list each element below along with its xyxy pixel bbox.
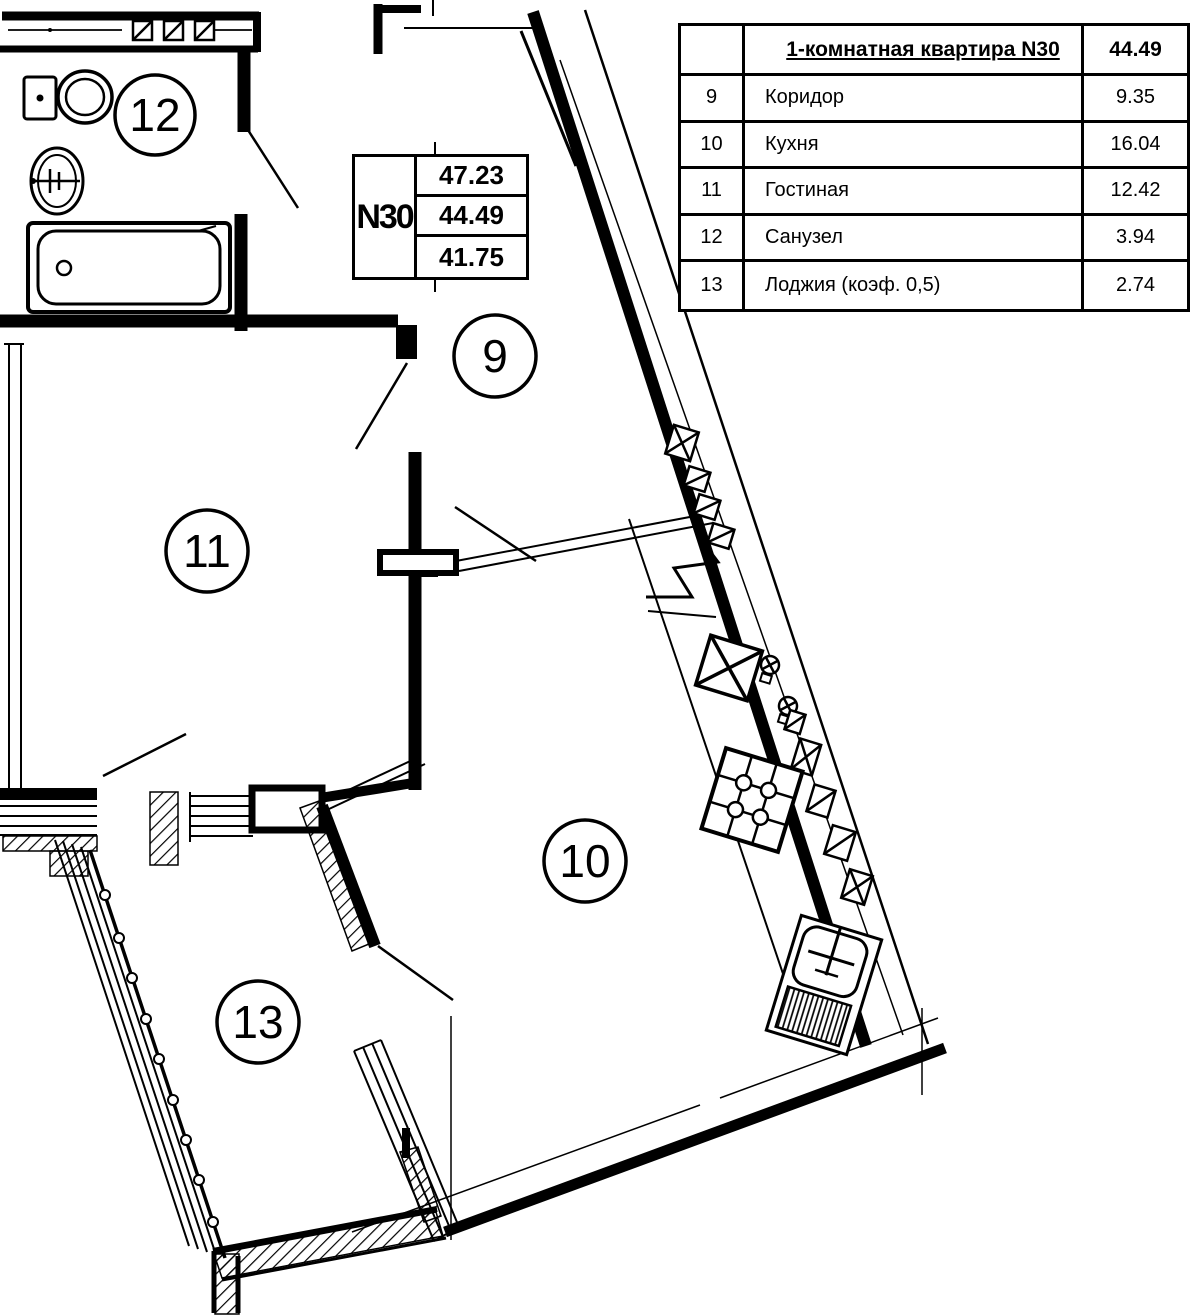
bathtub-icon: [26, 221, 232, 314]
table-row-name: Гостиная: [745, 169, 1084, 216]
table-row-area: 12.42: [1084, 169, 1187, 216]
glazing-line-5: [54, 839, 190, 1247]
ventilation-shaft-icon: [693, 633, 765, 703]
opening-lintel-upper-1: [455, 512, 712, 562]
window-room11-left: [4, 343, 24, 794]
vent-channel-centerline: [559, 59, 904, 1036]
wall-kitchen-bottom: [443, 1042, 947, 1238]
room-circle-9: 9: [452, 313, 538, 399]
wall-corridor-stub: [377, 549, 459, 576]
kitchen-sink-icon: [764, 913, 884, 1057]
table-header-title: 1-комнатная квартира N30: [745, 26, 1084, 76]
table-row-area: 9.35: [1084, 76, 1187, 123]
diagonal-outer-face: [583, 9, 930, 1045]
opening-lintel-lower-2: [328, 763, 426, 810]
doors: [102, 30, 578, 1002]
window-loggia-east: [189, 792, 253, 842]
glazing-line-2: [80, 846, 217, 1256]
stamp-apartment-number: N30: [355, 157, 417, 277]
bottom-wall-axis-1: [351, 1104, 701, 1233]
window-kitchen-loggia: [353, 1039, 460, 1242]
wall-loggia-bottom-edge: [212, 1206, 438, 1254]
window-room11-loggia: [0, 805, 97, 836]
centerline-dot: [48, 28, 52, 32]
table-header-id-cell: [681, 26, 745, 76]
hatch-loggia-corner: [214, 1253, 240, 1315]
table-row-area: 3.94: [1084, 216, 1187, 263]
door-leaf-entry: [519, 30, 578, 167]
room-label-9: 9: [482, 330, 508, 382]
wall-step-block: [396, 325, 417, 359]
table-row-id: 10: [681, 122, 745, 170]
stove-icon: [698, 745, 806, 855]
room-area-table: 1-комнатная квартира N30 44.49 9 Коридор…: [678, 23, 1190, 312]
vent-duct-icon: [131, 19, 216, 42]
table-row-name: Санузел: [745, 215, 1084, 263]
door-leaf-bathroom: [246, 129, 300, 209]
hatch-sill-band: [2, 835, 98, 852]
lightning-icon: [646, 545, 721, 599]
door-leaf-loggia: [102, 732, 187, 778]
table-row-name: Лоджия (коэф. 0,5): [745, 262, 1084, 309]
table-row-id: 13: [681, 262, 745, 309]
room-label-12: 12: [129, 89, 180, 141]
table-row-area: 2.74: [1116, 274, 1155, 297]
stamp-living-area: 44.49: [417, 197, 526, 237]
apartment-stamp: N30 47.23 44.49 41.75: [352, 154, 529, 280]
loggia-glazing: [54, 839, 227, 1259]
room-circle-11: 11: [164, 508, 250, 594]
bottom-wall-axis-2: [719, 1017, 939, 1099]
table-row-id: 11: [681, 169, 745, 216]
table-header-total: 44.49: [1084, 26, 1187, 76]
door-leaf-kitchen: [454, 505, 537, 563]
opening-lintel-lower-1: [324, 755, 422, 802]
wall-diagonal-main: [527, 10, 872, 1048]
room-circle-13: 13: [215, 979, 301, 1065]
glazing-line-4: [62, 840, 199, 1250]
table-row-id: 12: [681, 215, 745, 263]
toilet-icon: [22, 69, 114, 125]
table-row-id: 9: [681, 76, 745, 123]
kitchen-counter-edge: [628, 518, 801, 1025]
room-label-13: 13: [232, 996, 283, 1048]
hatch-kitchen-loggia-wall: [299, 799, 375, 952]
vent-box-icon: [663, 423, 737, 551]
table-row-name: Коридор: [745, 76, 1084, 123]
hatch-door-jamb: [149, 791, 179, 866]
vent-box-lower-icon: [782, 708, 875, 907]
door-leaf-room11: [354, 362, 409, 450]
stamp-values: 47.23 44.49 41.75: [417, 157, 526, 277]
windows-glazing: [0, 343, 460, 1259]
glazing-mullion-joints: [99, 889, 219, 1228]
bathroom-fixtures: [22, 69, 232, 314]
table-row-area: 16.04: [1084, 123, 1187, 170]
niche-line: [647, 610, 717, 618]
stamp-aux-area: 41.75: [438, 241, 505, 272]
room-label-11: 11: [183, 525, 231, 577]
kitchen-fixtures: [698, 745, 884, 1057]
vent-channel: [131, 19, 875, 907]
room-label-10: 10: [559, 835, 610, 887]
table-row-name: Кухня: [745, 122, 1084, 170]
room-circles: 12 9 11 10 13: [113, 73, 628, 1065]
washbasin-icon: [29, 146, 85, 216]
opening-lintel-upper-2: [458, 522, 714, 572]
wall-loggia-bottom-outer: [221, 1236, 447, 1282]
glazing-line-3: [71, 843, 208, 1253]
room-circle-12: 12: [113, 73, 197, 157]
door-leaf-kitchen-loggia: [377, 944, 454, 1002]
stamp-total-area: 47.23: [417, 157, 526, 197]
axis-lines: [8, 0, 939, 1240]
room-circle-10: 10: [542, 818, 628, 904]
